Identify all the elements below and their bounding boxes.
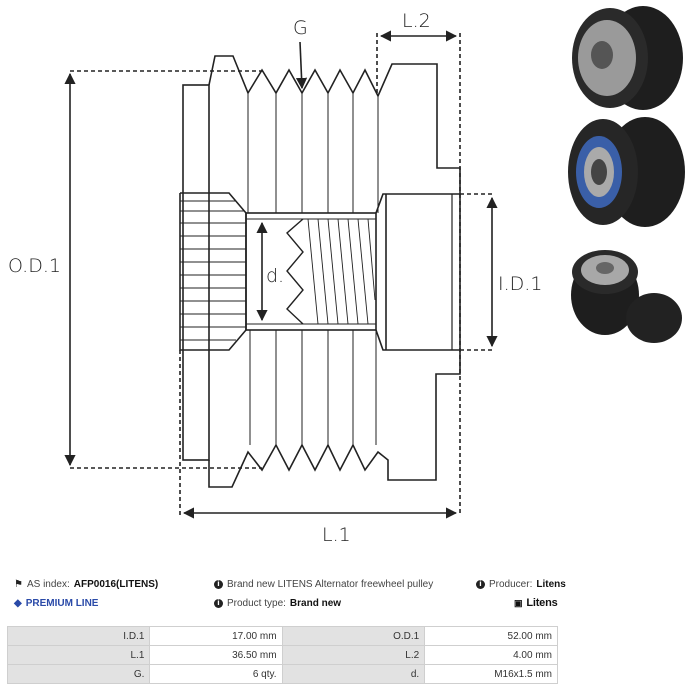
spec-value: M16x1.5 mm — [424, 664, 558, 684]
pulley-rear-view — [568, 117, 685, 227]
product-type: i Product type: Brand new — [214, 598, 341, 609]
label-od1: O.D.1 — [8, 255, 61, 277]
label-d: d. — [266, 265, 284, 287]
info-icon: i — [214, 599, 223, 608]
spec-label: L.1 — [6, 645, 151, 665]
spec-value: 36.50 mm — [149, 645, 283, 665]
label-l1: L.1 — [322, 524, 351, 546]
table-row: G. 6 qty. d. M16x1.5 mm — [6, 664, 558, 684]
label-g: G — [293, 17, 308, 39]
label-l2: L.2 — [402, 10, 431, 32]
bottom-rib-profile — [208, 350, 461, 488]
label-id1: I.D.1 — [498, 273, 542, 295]
spec-label: L.2 — [281, 645, 426, 665]
tags-icon: ⚑ — [14, 579, 23, 590]
spec-label: O.D.1 — [281, 626, 426, 646]
pulley-with-cap — [571, 250, 682, 343]
brand-logo: ▣ Litens — [514, 597, 558, 609]
spec-label: d. — [281, 664, 426, 684]
bore — [245, 212, 377, 331]
pulley-technical-drawing: G L.2 O.D.1 I.D.1 d. L.1 — [8, 10, 542, 546]
spec-label: I.D.1 — [6, 626, 151, 646]
diamond-icon: ◆ — [14, 598, 22, 609]
left-flange — [182, 84, 210, 461]
info-icon: i — [476, 580, 485, 589]
spec-value: 52.00 mm — [424, 626, 558, 646]
table-row: L.1 36.50 mm L.2 4.00 mm — [6, 645, 558, 665]
table-row: I.D.1 17.00 mm O.D.1 52.00 mm — [6, 626, 558, 646]
left-hub — [179, 192, 247, 351]
specs-table: I.D.1 17.00 mm O.D.1 52.00 mm L.1 36.50 … — [6, 626, 558, 684]
producer: i Producer: Litens — [476, 579, 566, 590]
spec-value: 17.00 mm — [149, 626, 283, 646]
rib-lines — [247, 93, 379, 445]
spec-value: 6 qty. — [149, 664, 283, 684]
thread-zigzag — [286, 218, 304, 325]
g-arrow — [295, 41, 308, 90]
right-hub — [375, 193, 461, 351]
premium-line-badge: ◆ PREMIUM LINE — [14, 598, 99, 609]
as-index-value: AFP0016(LITENS) — [73, 579, 159, 590]
info-icon: i — [214, 580, 223, 589]
producer-value: Litens — [536, 579, 566, 590]
product-type-value: Brand new — [289, 598, 342, 609]
litens-logo-icon: ▣ — [514, 597, 523, 608]
spline-lines — [180, 200, 246, 341]
product-photos — [568, 6, 685, 343]
pulley-front-view — [572, 6, 683, 110]
pulley-outline — [179, 55, 461, 488]
spec-label: G. — [6, 664, 151, 684]
thread-lines — [307, 218, 376, 325]
top-rib-profile — [208, 55, 461, 195]
as-index: ⚑ AS index: AFP0016(LITENS) — [14, 579, 159, 590]
spec-value: 4.00 mm — [424, 645, 558, 665]
product-info-bar: ⚑ AS index: AFP0016(LITENS) ◆ PREMIUM LI… — [0, 575, 689, 615]
product-description: i Brand new LITENS Alternator freewheel … — [214, 579, 433, 590]
dimension-lines — [64, 30, 498, 519]
